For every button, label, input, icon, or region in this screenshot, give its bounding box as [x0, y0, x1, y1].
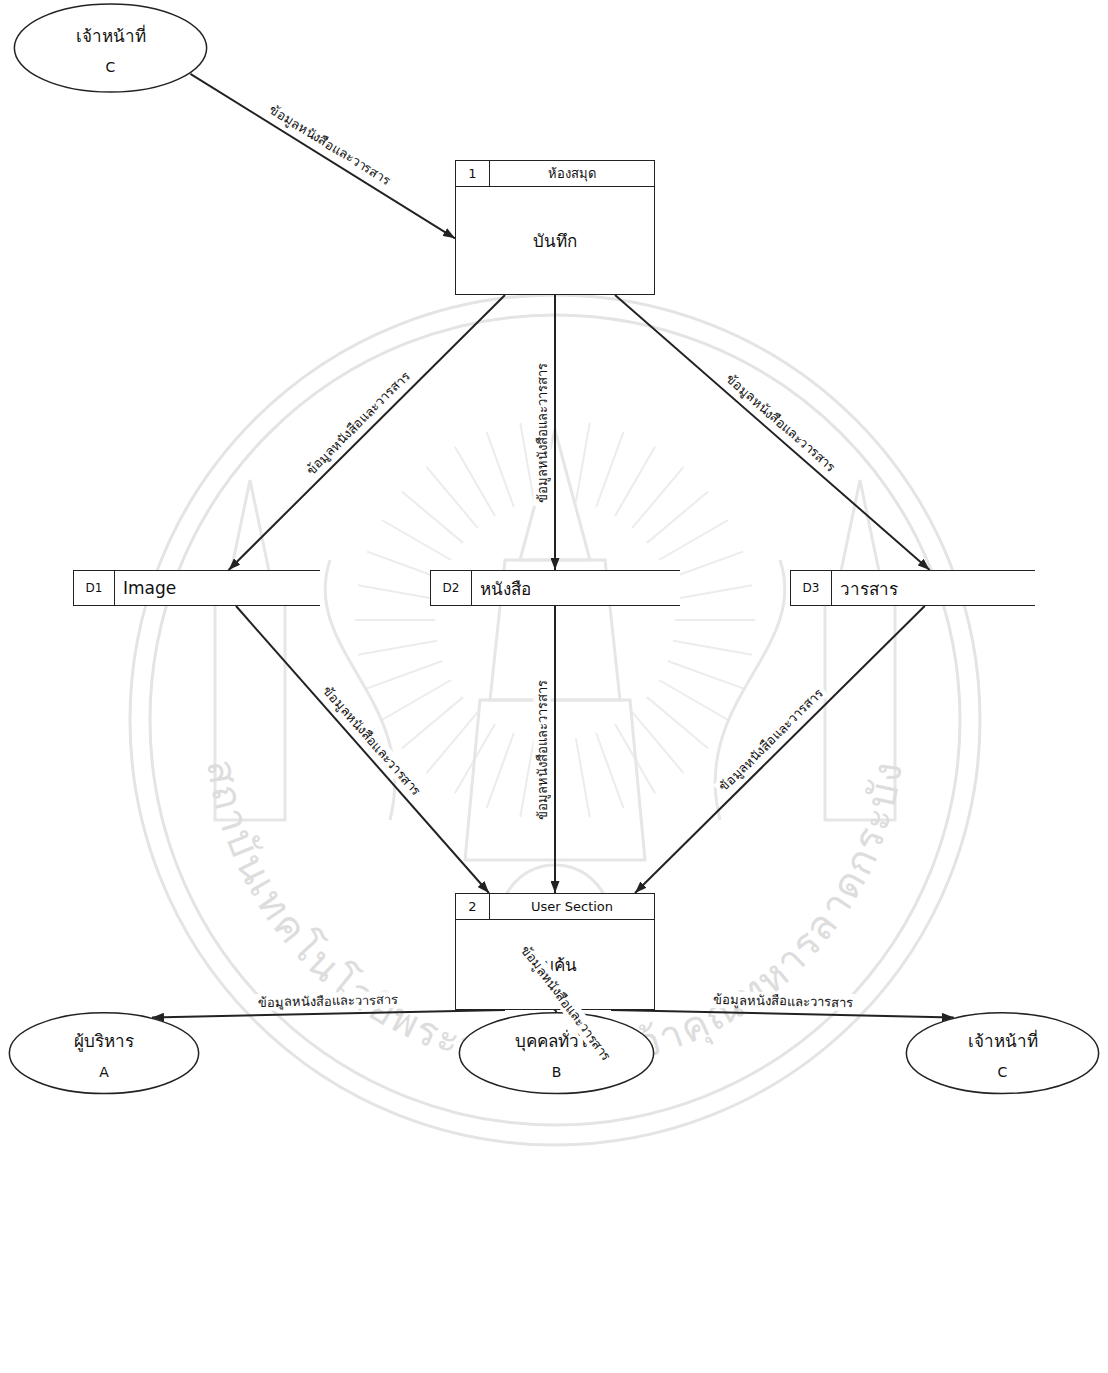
store-id-cell: D1: [74, 571, 115, 605]
flow-label: ข้อมูลหนังสือและวารสาร: [720, 368, 841, 477]
flow-label: ข้อมูลหนังสือและวารสาร: [534, 360, 551, 506]
data-flow-arrow: [236, 606, 489, 893]
process-number-cell: 1: [456, 161, 490, 186]
flow-label: ข้อมูลหนังสือและวารสาร: [534, 677, 551, 823]
entity-outline: [8, 1012, 200, 1094]
process-title-cell: ห้องสมุด: [490, 161, 654, 186]
seal-ray: [367, 661, 442, 688]
data-flow-arrow: [611, 1010, 954, 1018]
external-entity: เจ้าหน้าที่ C: [905, 1012, 1100, 1094]
flow-label: ข้อมูลหนังสือและวารสาร: [255, 991, 401, 1011]
store-name-cell: หนังสือ: [472, 571, 539, 605]
flow-label: ข้อมูลหนังสือและวารสาร: [318, 681, 427, 802]
seal-ray: [647, 491, 708, 542]
process-number: 1: [468, 166, 476, 181]
seal-ray: [596, 733, 623, 808]
store-id-cell: D3: [791, 571, 832, 605]
process-header: 1 ห้องสมุด: [456, 161, 654, 187]
data-flow-arrow: [190, 74, 455, 238]
seal-ray: [455, 447, 495, 516]
seal-ray: [675, 619, 755, 621]
data-flow-arrow: [554, 606, 556, 893]
data-flow-arrow: [229, 295, 505, 570]
entity-name: เจ้าหน้าที่: [968, 1027, 1038, 1054]
entity-code: A: [99, 1064, 109, 1080]
process-body: บันทึก: [456, 187, 654, 294]
entity-name: เจ้าหน้าที่: [76, 22, 146, 49]
seal-ray: [520, 738, 534, 817]
seal-ray: [659, 520, 728, 560]
data-flow-arrow: [635, 606, 925, 893]
process-title-cell: User Section: [490, 894, 654, 919]
entity-outline: [458, 1012, 655, 1094]
store-id: D1: [86, 581, 103, 595]
process-number: 2: [468, 899, 476, 914]
seal-ray: [673, 641, 752, 655]
store-name: หนังสือ: [480, 575, 531, 602]
process-box: 1 ห้องสมุดบันทึก: [455, 160, 655, 295]
store-name-cell: วารสาร: [832, 571, 906, 605]
data-flow-arrow: [555, 1010, 557, 1012]
seal-ray: [487, 432, 514, 507]
flow-label: ข้อมูลหนังสือและวารสาร: [713, 683, 829, 798]
data-flow-arrow: [615, 295, 930, 570]
data-flow-arrow: [554, 295, 556, 570]
flow-label: ข้อมูลหนังสือและวารสาร: [263, 99, 396, 191]
entity-code: C: [106, 59, 116, 75]
data-store: D2 หนังสือ: [430, 570, 680, 606]
entity-code: B: [552, 1064, 562, 1080]
seal-ray: [487, 733, 514, 808]
seal-ray: [358, 641, 437, 655]
data-flow-arrow: [152, 1010, 505, 1018]
data-store: D3 วารสาร: [790, 570, 1035, 606]
external-entity: ผู้บริหาร A: [8, 1012, 200, 1094]
seal-ray: [596, 432, 623, 507]
seal-ray: [402, 697, 463, 748]
process-title: ห้องสมุด: [548, 163, 596, 184]
entity-outline: [905, 1012, 1100, 1094]
seal-ray: [632, 712, 683, 773]
seal-ray: [673, 585, 752, 599]
seal-ray: [576, 423, 590, 502]
seal-ray: [659, 680, 728, 720]
seal-ray: [668, 661, 743, 688]
store-name: วารสาร: [840, 575, 898, 602]
data-store: D1 Image: [73, 570, 320, 606]
process-title: User Section: [531, 899, 613, 914]
store-id: D3: [803, 581, 820, 595]
flow-label: ข้อมูลหนังสือและวารสาร: [300, 366, 415, 481]
seal-rings: [130, 295, 980, 1145]
seal-ray: [615, 447, 655, 516]
seal-ray: [355, 619, 435, 621]
entity-outline: [13, 3, 208, 93]
seal-ray: [358, 585, 437, 599]
external-entity: เจ้าหน้าที่ C: [13, 3, 208, 93]
seal-ray: [576, 738, 590, 817]
flow-label: ข้อมูลหนังสือและวารสาร: [709, 991, 855, 1011]
entity-code: C: [998, 1064, 1008, 1080]
process-number-cell: 2: [456, 894, 490, 919]
seal-ray: [520, 423, 534, 502]
seal-ray: [382, 520, 451, 560]
store-name-cell: Image: [115, 571, 184, 605]
process-header: 2 User Section: [456, 894, 654, 920]
seal-ray: [426, 467, 477, 528]
store-id: D2: [443, 581, 460, 595]
store-name: Image: [123, 578, 176, 598]
entity-name: ผู้บริหาร: [74, 1027, 134, 1054]
seal-ray: [382, 680, 451, 720]
process-name: บันทึก: [533, 227, 577, 254]
store-id-cell: D2: [431, 571, 472, 605]
external-entity: บุคคลทั่วไปB: [458, 1012, 655, 1094]
